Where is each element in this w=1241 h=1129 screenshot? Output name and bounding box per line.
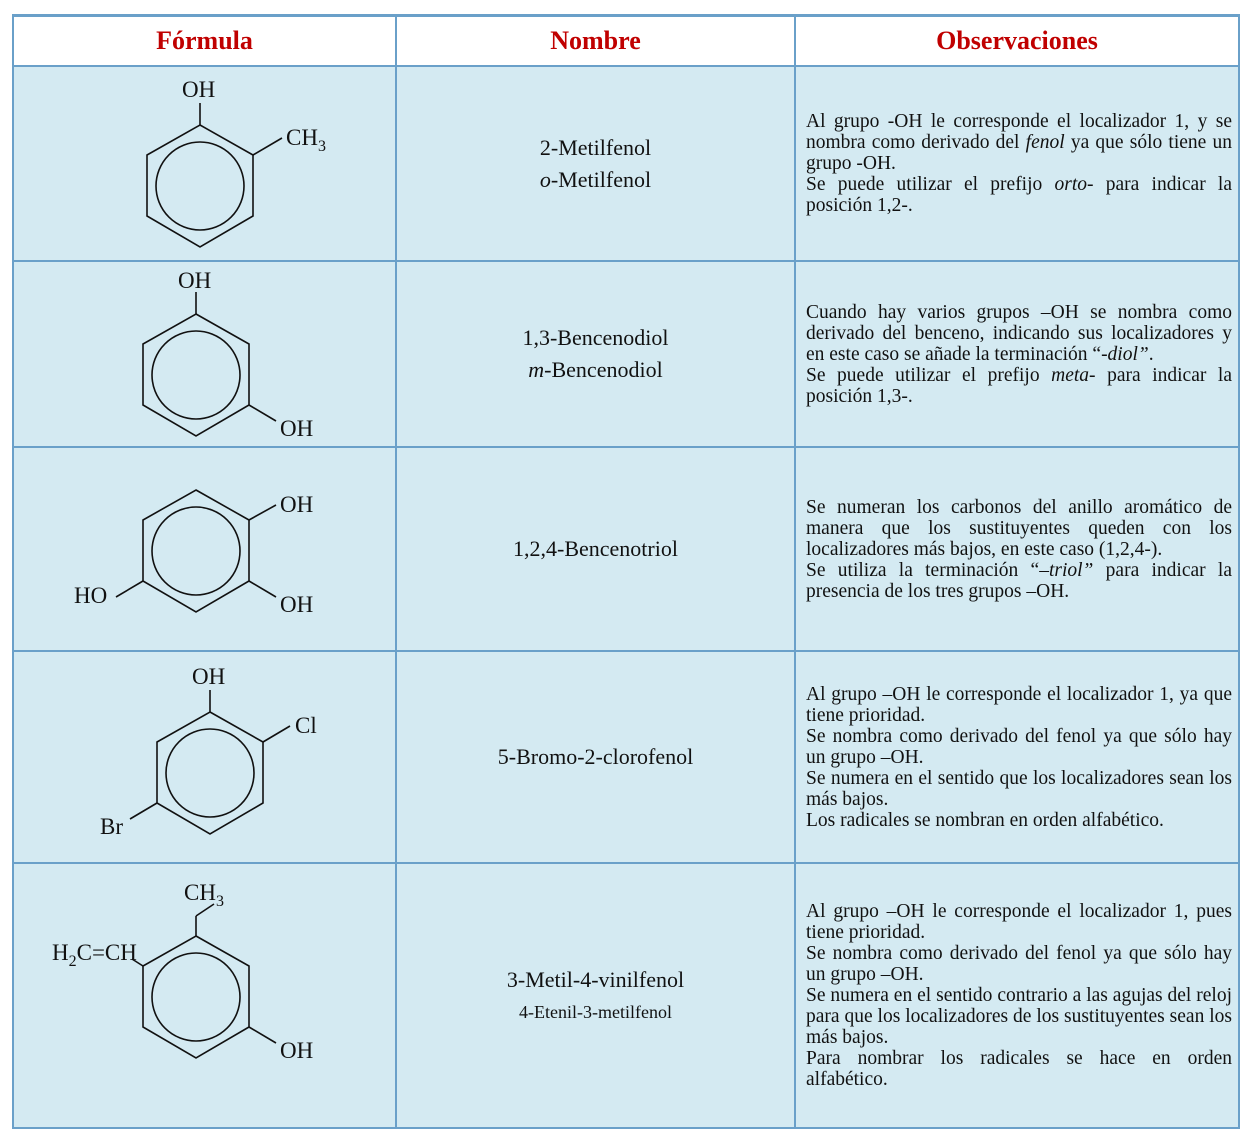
name-cell: 3-Metil-4-vinilfenol 4-Etenil-3-metilfen… [395,862,796,1129]
name-primary: 3-Metil-4-vinilfenol [506,966,685,992]
observations-cell: Al grupo –OH le corresponde el localizad… [794,862,1240,1129]
observation-text: Se puede utilizar el prefijo orto- para … [806,174,1232,216]
header-name: Nombre [395,14,796,67]
bond [252,137,283,156]
observation-text: Al grupo -OH le corresponde el localizad… [806,111,1233,174]
observation-text: Se numera en el sentido que los localiza… [806,767,1232,810]
bond [248,580,277,598]
structure-3-methyl-4-vinylphenol: CH3 OH H2C=CH [52,880,313,1063]
observations-cell: Al grupo -OH le corresponde el localizad… [794,65,1240,262]
label-oh: OH [280,492,313,517]
observation-text: Cuando hay varios grupos –OH se nombra c… [806,301,1232,365]
bond [248,504,277,521]
label-oh: OH [178,268,211,293]
label-oh: OH [192,664,225,689]
observation-text: Los radicales se nombran en orden alfabé… [806,809,1164,831]
observation-text: Se numeran los carbonos del anillo aromá… [806,496,1232,560]
aromatic-circle [155,141,245,231]
name-primary: 2-Metilfenol [539,134,652,160]
name-secondary: m-Bencenodiol [528,357,663,382]
phenol-nomenclature-table: Fórmula Nombre Observaciones OH CH3 2-Me… [12,14,1240,1129]
formula-cell: OH CH3 [12,65,397,262]
name-cell: 2-Metilfenol o-Metilfenol [395,65,796,262]
observation-text: Al grupo –OH le corresponde el localizad… [806,683,1232,726]
benzene-ring [142,935,250,1059]
name-primary: 5-Bromo-2-clorofenol [497,744,694,769]
name-cell: 1,2,4-Bencenotriol [395,446,796,652]
aromatic-circle [151,952,241,1042]
table-row: OH Cl Br 5-Bromo-2-clorofenol Al grupo –… [12,650,1240,864]
table-row: OH OH HO 1,2,4-Bencenotriol Se numeran l… [12,446,1240,652]
structure-5-bromo-2-chlorophenol: OH Cl Br [100,664,317,839]
aromatic-circle [151,506,241,596]
header-formula: Fórmula [12,14,397,67]
observation-text: Se nombra como derivado del fenol ya que… [806,943,1232,985]
observations-cell: Se numeran los carbonos del anillo aromá… [794,446,1240,652]
label-oh: OH [280,1038,313,1063]
bond [115,580,144,598]
label-oh: OH [280,592,313,617]
observation-text: Para nombrar los radicales se hace en or… [806,1048,1232,1090]
observations-cell: Cuando hay varios grupos –OH se nombra c… [794,260,1240,448]
table-row: OH CH3 2-Metilfenol o-Metilfenol Al grup… [12,65,1240,262]
label-oh: OH [280,416,313,441]
name-primary: 1,3-Bencenodiol [522,325,669,350]
name-tertiary: 4-Etenil-3-metilfenol [519,1001,672,1022]
name-primary: 1,2,4-Bencenotriol [513,536,678,561]
observation-text: Al grupo –OH le corresponde el localizad… [806,901,1232,943]
structure-2-methylphenol: OH CH3 [146,77,326,248]
label-ho: HO [74,583,107,608]
label-cl: Cl [295,713,317,738]
structure-124-benzenetriol: OH OH HO [74,489,313,617]
aromatic-circle [165,728,255,818]
observation-text: Se puede utilizar el prefijo meta- para … [806,364,1232,407]
table-row: OH OH 1,3-Bencenodiol m-Bencenodiol Cuan… [12,260,1240,448]
label-ch3: CH3 [184,880,224,910]
formula-cell: OH Cl Br [12,650,397,864]
aromatic-circle [151,330,241,420]
bond [129,802,158,820]
benzene-ring [142,313,250,437]
name-secondary: o-Metilfenol [539,166,652,192]
header-observations: Observaciones [794,14,1240,67]
observation-text: Se numera en el sentido contrario a las … [806,985,1232,1048]
bond [195,903,215,917]
header-row: Fórmula Nombre Observaciones [12,14,1240,67]
bond [248,1026,277,1044]
label-ch3: CH3 [286,125,326,155]
label-br: Br [100,814,123,839]
observation-text: Se utiliza la terminación “–triol” para … [806,559,1233,602]
benzene-ring [146,124,254,248]
benzene-ring [142,489,250,613]
observation-text: Se nombra como derivado del fenol ya que… [806,725,1232,768]
name-cell: 1,3-Bencenodiol m-Bencenodiol [395,260,796,448]
observations-cell: Al grupo –OH le corresponde el localizad… [794,650,1240,864]
bond [262,725,291,743]
name-cell: 5-Bromo-2-clorofenol [395,650,796,864]
formula-cell: OH OH HO [12,446,397,652]
label-oh: OH [182,77,215,102]
bond [248,404,277,422]
bond [131,958,144,967]
formula-cell: OH OH [12,260,397,448]
table-row: CH3 OH H2C=CH 3-Metil-4-vinilfenol 4-Ete… [12,862,1240,1129]
nomenclature-table-wrapper: Fórmula Nombre Observaciones OH CH3 2-Me… [12,14,1240,1129]
benzene-ring [156,711,264,835]
structure-13-benzenediol: OH OH [142,268,313,441]
formula-cell: CH3 OH H2C=CH [12,862,397,1129]
label-vinyl: H2C=CH [52,940,137,970]
